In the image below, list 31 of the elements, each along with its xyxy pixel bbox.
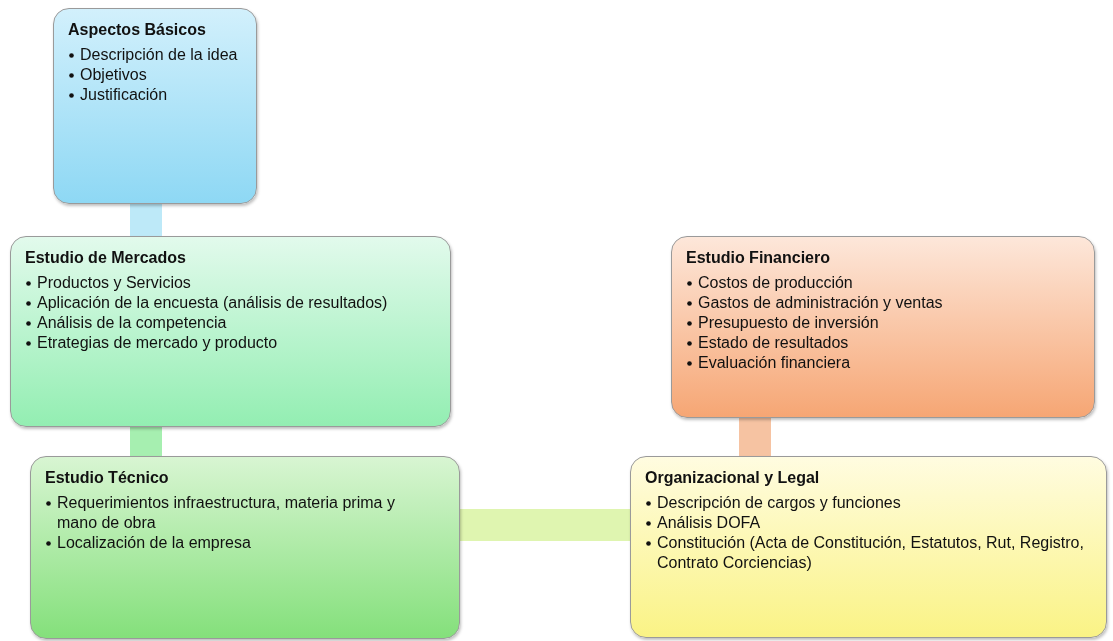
topic-card: [671, 236, 1095, 418]
topic-card: [10, 236, 451, 427]
topic-card: [630, 456, 1107, 638]
bullet-text: Gastos de administración y ventas: [698, 293, 943, 313]
bullet-text: Descripción de cargos y funciones: [657, 493, 901, 513]
bullet-text: Descripción de la idea: [80, 45, 238, 65]
card-heading: Estudio de Mercados: [25, 249, 186, 267]
topic-card: [30, 456, 460, 639]
card-heading: Estudio Financiero: [686, 249, 830, 267]
bullet-text: Evaluación financiera: [698, 353, 851, 373]
connector-band: [130, 204, 162, 236]
bullet-text: Análisis de la competencia: [37, 313, 227, 333]
bullet-text: Aplicación de la encuesta (análisis de resultados): [37, 293, 388, 313]
topic-card: [53, 8, 257, 204]
connector-band: [460, 509, 630, 541]
bullet-text: Constitución (Acta de Constitución, Estatutos, Rut, Registro, Contrato Corciencias): [657, 533, 1085, 573]
bullet-text: Costos de producción: [698, 273, 853, 293]
bullet-text: Análisis DOFA: [657, 513, 761, 533]
bullet-text: Estado de resultados: [698, 333, 849, 353]
bullet-text: Requerimientos infraestructura, materia prima y mano de obra: [57, 493, 396, 533]
card-heading: Estudio Técnico: [45, 469, 169, 487]
card-heading: Aspectos Básicos: [68, 21, 206, 39]
bullet-text: Justificación: [80, 85, 168, 105]
connector-band: [130, 427, 162, 456]
bullet-text: Localización de la empresa: [57, 533, 251, 553]
connector-band: [739, 418, 771, 456]
bullet-text: Objetivos: [80, 65, 147, 85]
card-heading: Organizacional y Legal: [645, 469, 820, 487]
bullet-text: Etrategias de mercado y producto: [37, 333, 278, 353]
bullet-text: Presupuesto de inversión: [698, 313, 879, 333]
bullet-text: Productos y Servicios: [37, 273, 191, 293]
